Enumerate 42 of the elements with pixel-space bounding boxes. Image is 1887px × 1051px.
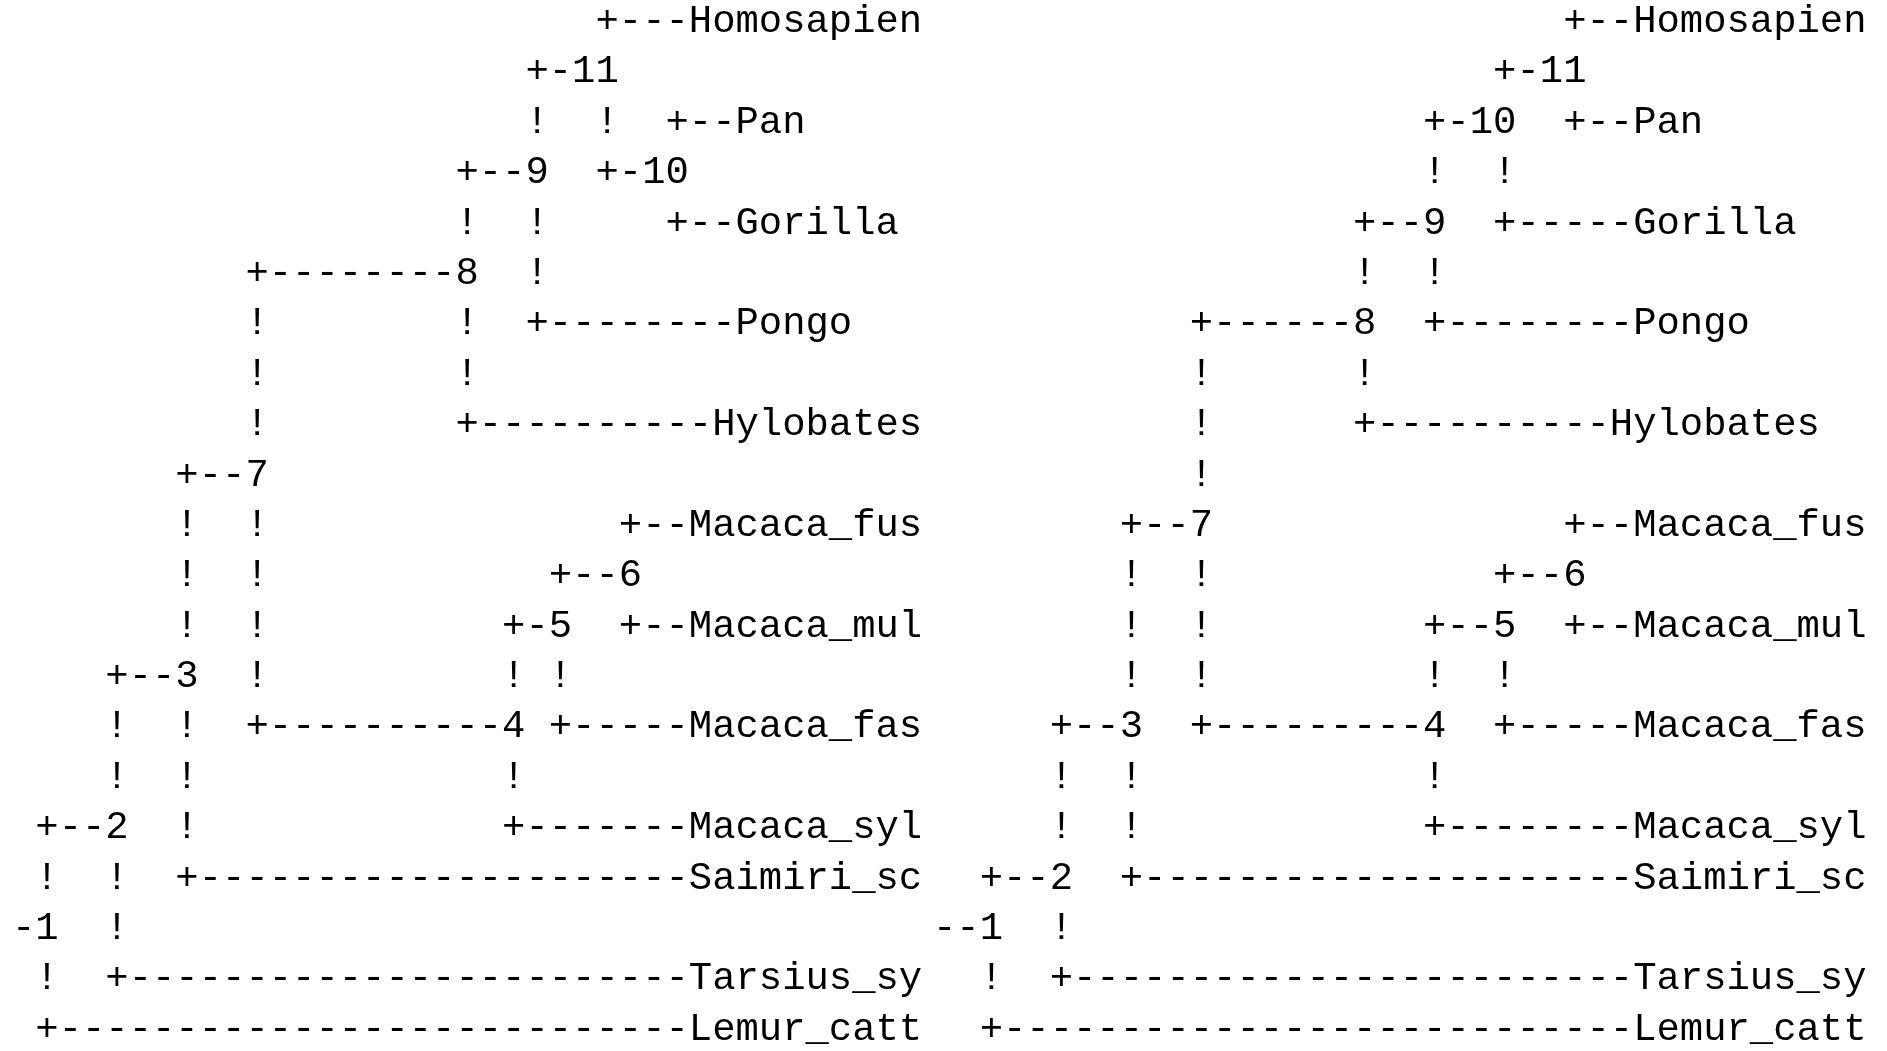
ascii-tree-line: +--2 +---------------------Saimiri_sc xyxy=(978,855,1867,903)
ascii-tree-line: +---------------------------Lemur_catt xyxy=(34,1006,923,1051)
ascii-tree-line: ! xyxy=(1188,452,1214,500)
ascii-tree-line: +---Homosapien xyxy=(594,0,923,46)
ascii-tree-line: ! ! +--Gorilla xyxy=(454,200,899,248)
ascii-tree-line: +---------------------------Lemur_catt xyxy=(978,1006,1867,1051)
ascii-tree-line: +--Homosapien xyxy=(1562,0,1867,46)
ascii-tree-line: +-11 xyxy=(1492,49,1587,97)
ascii-tree-line: --1 ! xyxy=(933,906,1074,954)
ascii-tree-line: ! ! +--Pan xyxy=(524,99,806,147)
ascii-tree-line: ! +------------------------Tarsius_sy xyxy=(978,956,1867,1004)
ascii-tree-line: +-11 xyxy=(524,49,619,97)
ascii-tree-line: ! +----------Hylobates xyxy=(244,402,923,450)
ascii-tree-line: ! ! +--6 xyxy=(174,553,643,601)
ascii-tree-line: +--7 xyxy=(174,452,269,500)
ascii-tree-line: ! ! +---------------------Saimiri_sc xyxy=(34,855,923,903)
ascii-tree-line: ! +------------------------Tarsius_sy xyxy=(34,956,923,1004)
ascii-tree-line: ! +----------Hylobates xyxy=(1188,402,1820,450)
ascii-tree-line: +-10 +--Pan xyxy=(1422,99,1704,147)
ascii-tree-line: ! ! xyxy=(1188,351,1377,399)
ascii-tree-line: ! ! +--Macaca_fus xyxy=(174,502,923,550)
ascii-tree-line: ! ! xyxy=(1422,150,1517,198)
ascii-tree-line: +--9 +-10 xyxy=(454,150,689,198)
ascii-tree-line: ! ! +----------4 +-----Macaca_fas xyxy=(104,704,923,752)
ascii-tree-line: +--3 ! ! ! xyxy=(104,654,573,702)
ascii-tree-line: ! ! +--------Macaca_syl xyxy=(1048,805,1867,853)
ascii-tree-line: ! ! ! ! xyxy=(1118,654,1517,702)
ascii-tree-line: ! ! +--------Pongo xyxy=(244,301,853,349)
ascii-tree-line: +--9 +-----Gorilla xyxy=(1352,200,1797,248)
ascii-tree-line: ! ! ! xyxy=(1048,754,1447,802)
ascii-tree-line: ! ! +--6 xyxy=(1118,553,1587,601)
ascii-tree-line: ! ! xyxy=(1352,250,1447,298)
ascii-tree-line: +------8 +--------Pongo xyxy=(1188,301,1750,349)
ascii-tree-line: +--3 +---------4 +-----Macaca_fas xyxy=(1048,704,1867,752)
ascii-tree-line: ! ! xyxy=(244,351,479,399)
ascii-tree-line: -1 ! xyxy=(12,906,129,954)
ascii-tree-line: ! ! +--5 +--Macaca_mul xyxy=(1118,603,1867,651)
ascii-tree-line: +--7 +--Macaca_fus xyxy=(1118,502,1867,550)
ascii-tree-line: ! ! ! xyxy=(104,754,526,802)
ascii-tree-line: ! ! +-5 +--Macaca_mul xyxy=(174,603,923,651)
ascii-tree-line: +--2 ! +-------Macaca_syl xyxy=(34,805,923,853)
ascii-tree-line: +--------8 ! xyxy=(244,250,549,298)
